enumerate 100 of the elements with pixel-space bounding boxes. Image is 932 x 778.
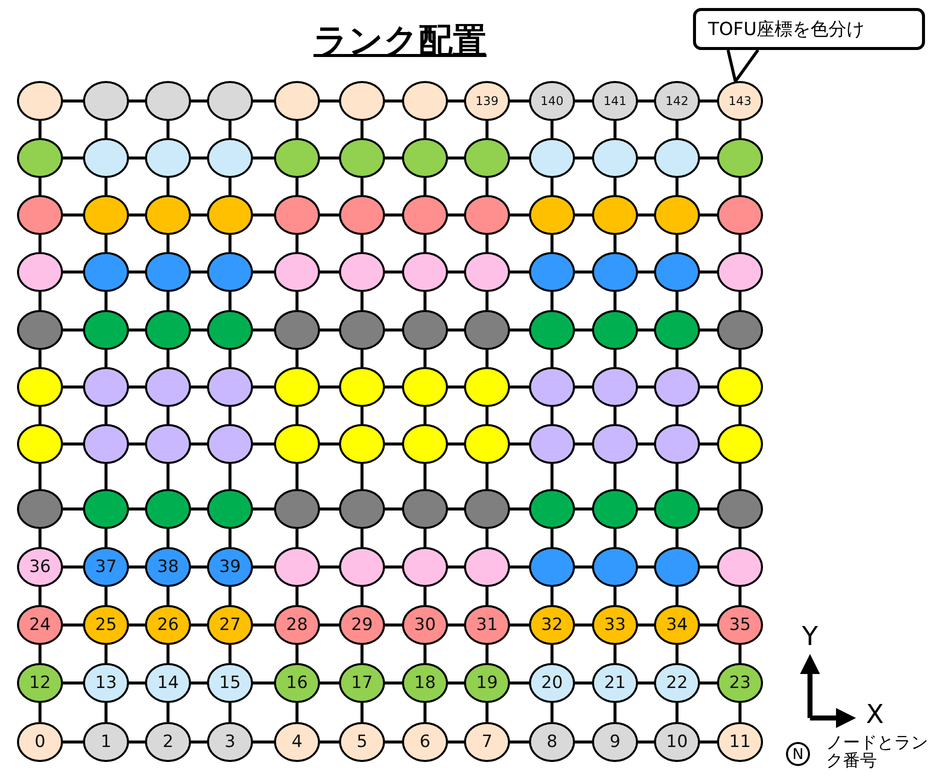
connector-line bbox=[166, 703, 170, 722]
connector-line bbox=[320, 214, 339, 216]
node-circle bbox=[529, 547, 575, 587]
node-circle bbox=[464, 252, 510, 292]
connector-line bbox=[575, 566, 592, 568]
node-circle bbox=[529, 605, 575, 645]
node-circle bbox=[402, 424, 448, 464]
connector-line bbox=[700, 508, 717, 510]
node-circle bbox=[17, 424, 63, 464]
connector-line bbox=[448, 624, 464, 626]
node-circle bbox=[83, 367, 129, 407]
connector-line bbox=[296, 407, 298, 424]
node-circle bbox=[17, 547, 63, 587]
node-circle bbox=[207, 663, 253, 703]
rank-number: 9 bbox=[610, 734, 620, 750]
connector-line bbox=[424, 464, 426, 489]
connector-line bbox=[296, 292, 298, 310]
connector-line bbox=[360, 703, 364, 722]
rank-number: 8 bbox=[546, 734, 558, 750]
node-circle bbox=[17, 722, 63, 762]
connector-line bbox=[191, 740, 207, 744]
connector-line bbox=[228, 121, 232, 138]
connector-line bbox=[166, 587, 170, 605]
connector-line bbox=[38, 464, 42, 489]
node-circle bbox=[592, 252, 638, 292]
rank-number: 7 bbox=[482, 734, 492, 750]
connector-line bbox=[486, 645, 488, 663]
connector-line bbox=[676, 529, 678, 547]
rank-number: 31 bbox=[476, 616, 498, 634]
node-circle bbox=[145, 605, 191, 645]
node-circle bbox=[654, 138, 700, 178]
node-circle bbox=[717, 81, 763, 121]
node-circle bbox=[529, 722, 575, 762]
connector-line bbox=[448, 508, 464, 510]
connector-line bbox=[104, 292, 108, 310]
connector-line bbox=[63, 566, 83, 568]
node-circle bbox=[402, 663, 448, 703]
rank-number: 142 bbox=[666, 95, 688, 107]
connector-line bbox=[638, 386, 654, 388]
connector-line bbox=[38, 178, 42, 195]
connector-line bbox=[486, 178, 488, 195]
rank-number: 28 bbox=[286, 616, 308, 634]
node-circle bbox=[83, 81, 129, 121]
node-circle bbox=[145, 138, 191, 178]
rank-number: 37 bbox=[95, 558, 117, 576]
connector-line bbox=[510, 214, 529, 216]
node-circle bbox=[339, 547, 385, 587]
rank-number: 3 bbox=[224, 734, 236, 750]
node-circle bbox=[145, 663, 191, 703]
connector-line bbox=[191, 624, 207, 626]
rank-number: 33 bbox=[604, 616, 626, 634]
rank-number: 12 bbox=[29, 674, 51, 692]
rank-number: 22 bbox=[666, 674, 688, 692]
connector-line bbox=[253, 624, 274, 626]
node-circle bbox=[145, 547, 191, 587]
connector-line bbox=[38, 292, 42, 310]
node-circle bbox=[339, 195, 385, 235]
connector-line bbox=[320, 566, 339, 568]
node-circle bbox=[339, 489, 385, 529]
connector-line bbox=[676, 292, 678, 310]
node-circle bbox=[717, 547, 763, 587]
node-circle bbox=[654, 252, 700, 292]
node-circle bbox=[274, 489, 320, 529]
node-circle bbox=[207, 605, 253, 645]
node-circle bbox=[83, 424, 129, 464]
connector-line bbox=[63, 508, 83, 510]
connector-line bbox=[360, 464, 364, 489]
node-circle bbox=[83, 195, 129, 235]
node-circle bbox=[17, 367, 63, 407]
connector-line bbox=[129, 682, 145, 684]
connector-line bbox=[638, 508, 654, 510]
node-circle bbox=[274, 252, 320, 292]
connector-line bbox=[550, 121, 554, 138]
rank-number: 21 bbox=[604, 674, 626, 692]
connector-line bbox=[575, 442, 592, 446]
connector-line bbox=[550, 464, 554, 489]
connector-line bbox=[296, 121, 298, 138]
node-circle bbox=[207, 252, 253, 292]
connector-line bbox=[700, 624, 717, 626]
connector-line bbox=[253, 270, 274, 274]
axis-label: Y bbox=[802, 624, 818, 650]
connector-line bbox=[63, 386, 83, 388]
connector-line bbox=[385, 624, 402, 626]
connector-line bbox=[738, 703, 742, 722]
connector-line bbox=[738, 292, 742, 310]
node-circle bbox=[654, 195, 700, 235]
connector-line bbox=[424, 292, 426, 310]
node-circle bbox=[464, 722, 510, 762]
node-circle bbox=[592, 195, 638, 235]
connector-line bbox=[424, 178, 426, 195]
connector-line bbox=[104, 529, 108, 547]
connector-line bbox=[228, 645, 232, 663]
node-circle bbox=[529, 138, 575, 178]
node-circle bbox=[592, 81, 638, 121]
node-circle bbox=[529, 663, 575, 703]
callout-text: TOFU座標を色分け bbox=[708, 18, 865, 41]
node-circle bbox=[402, 547, 448, 587]
connector-line bbox=[614, 121, 616, 138]
node-circle bbox=[717, 663, 763, 703]
node-circle bbox=[717, 722, 763, 762]
